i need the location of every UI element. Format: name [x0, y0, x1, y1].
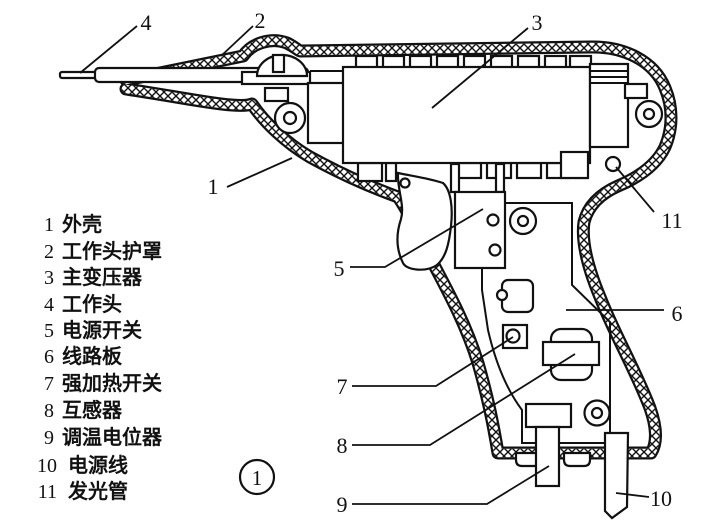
- legend-number: 4: [44, 294, 54, 316]
- legend-label: 调温电位器: [62, 425, 163, 449]
- circuit-board: [481, 202, 611, 444]
- legend-row-4: 4 工作头: [44, 292, 122, 316]
- callout-line-7: [352, 336, 514, 387]
- legend-label: 主变压器: [62, 265, 143, 289]
- figure-badge-circle: [238, 458, 276, 496]
- legend-label: 线路板: [62, 344, 123, 368]
- callout-line-9: [352, 465, 550, 505]
- legend-number: 2: [44, 241, 54, 263]
- callout-number-5: 5: [334, 256, 345, 281]
- circuit-board-assembly: [481, 202, 630, 520]
- callout-line-10: [615, 492, 650, 498]
- callout-number-4: 4: [141, 10, 152, 35]
- callout-line-1: [226, 157, 293, 188]
- legend-label: 强加热开关: [62, 371, 162, 395]
- callout-line-8: [352, 353, 576, 446]
- screws: [273, 99, 664, 135]
- callout-number-3: 3: [532, 10, 543, 35]
- legend-number: 1: [44, 214, 54, 236]
- screw-bottom-center: [590, 406, 604, 420]
- transformer-core-step: [559, 150, 590, 180]
- transformer-body: [341, 65, 592, 165]
- screw-front-center: [282, 110, 298, 126]
- potentiometer-shaft: [534, 425, 561, 488]
- power-cord: [603, 431, 630, 520]
- callout-line-3: [431, 27, 529, 109]
- legend-number: 7: [44, 373, 54, 395]
- current-transformer-winding: [541, 340, 601, 367]
- mount-tab-left: [263, 86, 290, 103]
- trigger: [396, 171, 453, 271]
- callout-line-11: [615, 166, 655, 213]
- callout-line-4: [79, 25, 138, 74]
- board-component-notch: [495, 288, 509, 302]
- legend-row-11: 11 发光管: [38, 479, 128, 503]
- legend-row-2: 2 工作头护罩: [44, 239, 162, 263]
- callout-number-7: 7: [337, 374, 348, 399]
- main-transformer: [341, 54, 649, 183]
- housing-bottom-lug-right: [562, 451, 592, 468]
- legend-label: 电源线: [68, 453, 128, 477]
- legend-label: 互感器: [62, 398, 123, 422]
- callout-number-9: 9: [337, 492, 348, 517]
- front-bracket: [306, 81, 346, 145]
- power-switch-body: [453, 190, 507, 270]
- legend-row-7: 7 强加热开关: [44, 371, 162, 395]
- switch-post-left: [449, 162, 461, 194]
- legend-label: 外壳: [62, 212, 102, 236]
- trigger-pivot: [399, 177, 411, 189]
- legend-label: 发光管: [67, 479, 128, 503]
- callout-number-1: 1: [208, 174, 219, 199]
- mount-tab-right: [623, 82, 649, 100]
- legend-row-3: 3 主变压器: [44, 265, 143, 289]
- legend-row-1: 1 外壳: [44, 212, 102, 236]
- work-head: [58, 53, 346, 145]
- legend-row-6: 6 线路板: [44, 344, 123, 368]
- callout-number-10: 10: [650, 486, 672, 511]
- legend-row-8: 8 互感器: [44, 398, 123, 422]
- legend-row-10: 10 电源线: [37, 453, 128, 477]
- transformer-laminations-bottom: [356, 161, 589, 183]
- callout-number-2: 2: [255, 8, 266, 33]
- legend-label: 工作头护罩: [62, 239, 162, 263]
- callout-line-5: [350, 208, 484, 268]
- power-switch-assembly: [396, 162, 538, 271]
- transformer-laminations-top: [354, 54, 593, 70]
- switch-contact-top: [486, 213, 500, 227]
- legend-number: 6: [44, 346, 54, 368]
- legend-number: 3: [44, 267, 54, 289]
- legend-number: 10: [37, 455, 57, 477]
- legend-row-9: 9 调温电位器: [44, 425, 163, 449]
- callout-number-11: 11: [661, 208, 682, 233]
- callout-number-6: 6: [672, 301, 683, 326]
- screw-slot: [271, 53, 286, 74]
- figure-badge: 1: [238, 458, 276, 496]
- legend: 1 外壳 2 工作头护罩 3 主变压器 4 工作头 5 电源开关 6 线路板 7…: [37, 212, 163, 503]
- callout-number-8: 8: [337, 433, 348, 458]
- switch-contact-bottom: [488, 243, 502, 257]
- callout-line-2: [220, 25, 254, 57]
- legend-number: 9: [44, 427, 54, 449]
- legend-label: 电源开关: [62, 318, 142, 342]
- potentiometer-body: [524, 402, 573, 429]
- legend-number: 11: [38, 481, 57, 503]
- legend-label: 工作头: [62, 292, 122, 316]
- legend-number: 8: [44, 400, 54, 422]
- callout-numbers: 4 2 3 1 11 5 6 7 8 9 10: [141, 8, 683, 517]
- screw-top-right-center: [642, 107, 656, 121]
- legend-number: 5: [44, 320, 54, 342]
- legend-row-5: 5 电源开关: [44, 318, 142, 342]
- switch-post-right: [494, 162, 506, 194]
- figure-badge-number: 1: [252, 466, 263, 490]
- callout-lines: [79, 25, 664, 505]
- screw-middle-center: [516, 214, 530, 228]
